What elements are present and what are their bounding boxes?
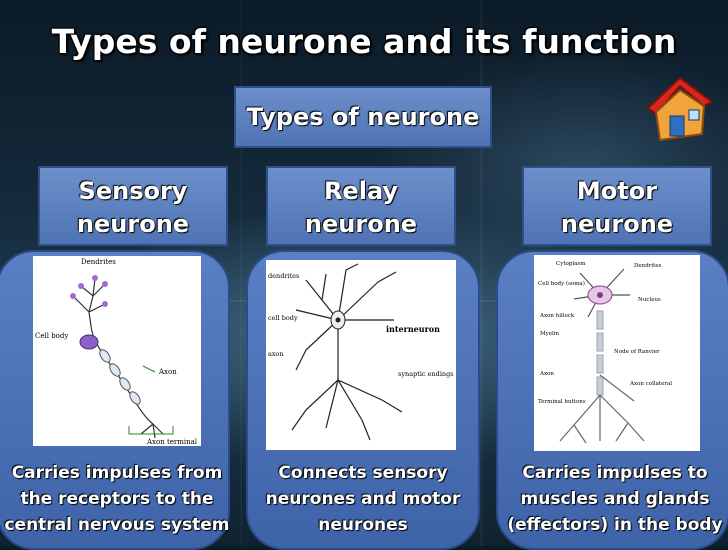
motor-description: Carries impulses to muscles and glands (… <box>504 460 726 538</box>
label-interneuron: interneuron <box>386 324 440 334</box>
label-dendrites: Dendrites <box>81 258 116 266</box>
relay-title-line1: Relay <box>323 177 399 205</box>
motor-desc-line3: (effectors) in the body <box>507 515 723 535</box>
label-axon: Axon <box>539 371 554 377</box>
motor-title-line1: Motor <box>576 177 658 205</box>
label-cell-body: Cell body (soma) <box>538 280 585 287</box>
motor-desc-line1: Carries impulses to <box>522 463 708 483</box>
motor-desc-line2: muscles and glands <box>520 489 710 509</box>
label-axon: Axon <box>158 368 177 376</box>
label-dendrites: Dendrites <box>634 263 662 269</box>
slide-title: Types of neurone and its function <box>51 22 677 61</box>
types-header-box: Types of neurone <box>234 86 492 148</box>
label-terminal-buttons: Terminal buttons <box>538 399 586 405</box>
sensory-description: Carries impulses from the receptors to t… <box>0 460 234 538</box>
label-cytoplasm: Cytoplasm <box>556 261 586 267</box>
relay-desc-line3: neurones <box>318 515 408 535</box>
home-icon[interactable] <box>640 72 716 148</box>
motor-title-line2: neurone <box>560 210 674 238</box>
relay-title-line2: neurone <box>304 210 418 238</box>
relay-desc-line1: Connects sensory <box>278 463 448 483</box>
sensory-title-line1: Sensory <box>78 177 188 205</box>
label-axon-hillock: Axon hillock <box>539 313 575 319</box>
label-nucleus: Nucleus <box>638 297 661 303</box>
label-axon-terminal: Axon terminal <box>146 438 198 446</box>
relay-description: Connects sensory neurones and motor neur… <box>250 460 476 538</box>
sensory-neurone-title: Sensory neurone <box>38 166 228 246</box>
label-cell-body: Cell body <box>35 332 68 340</box>
label-dendrites: dendrites <box>268 272 299 280</box>
relay-neurone-diagram: dendrites cell body axon interneuron syn… <box>266 260 456 450</box>
motor-neurone-diagram: Cytoplasm Dendrites Cell body (soma) Nuc… <box>534 255 700 451</box>
sensory-neurone-diagram: Dendrites Cell body Axon Axon terminal <box>33 256 201 446</box>
sensory-desc-line1: Carries impulses from <box>11 463 223 483</box>
motor-neurone-title: Motor neurone <box>522 166 712 246</box>
sensory-desc-line3: central nervous system <box>4 515 230 535</box>
relay-desc-line2: neurones and motor <box>265 489 461 509</box>
label-axon: axon <box>268 350 284 358</box>
label-synaptic-endings: synaptic endings <box>398 370 454 378</box>
sensory-title-line2: neurone <box>76 210 190 238</box>
relay-neurone-title: Relay neurone <box>266 166 456 246</box>
sensory-desc-line2: the receptors to the <box>20 489 214 509</box>
label-node-of-ranvier: Node of Ranvier <box>614 349 660 355</box>
label-cell-body: cell body <box>268 314 298 322</box>
label-myelin: Myelin <box>540 331 560 337</box>
label-axon-collateral: Axon collateral <box>629 381 672 387</box>
